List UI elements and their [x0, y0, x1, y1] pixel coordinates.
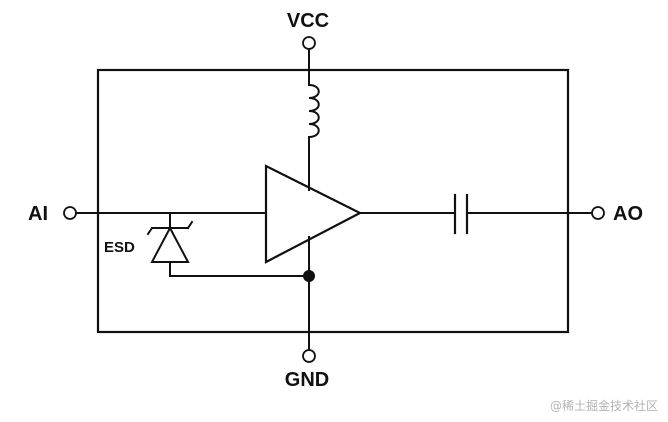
inductor: [307, 83, 320, 139]
amplifier-triangle: [264, 164, 363, 264]
ao-pin: [591, 206, 605, 220]
ai-label: AI: [28, 203, 48, 225]
ao-label: AO: [613, 203, 643, 225]
package-outline: [96, 68, 570, 334]
gnd-label: GND: [285, 369, 329, 391]
vcc-pin: [302, 36, 316, 50]
esd-wire-bottom: [169, 261, 310, 277]
vcc-label: VCC: [287, 10, 329, 32]
junction-dot: [303, 270, 315, 282]
esd-label: ESD: [104, 239, 135, 256]
esd-diode-body: [150, 225, 190, 263]
gnd-pin: [302, 349, 316, 363]
ai-pin: [63, 206, 77, 220]
watermark: @稀土掘金技术社区: [549, 399, 658, 413]
esd-diode-bar: [146, 220, 194, 236]
